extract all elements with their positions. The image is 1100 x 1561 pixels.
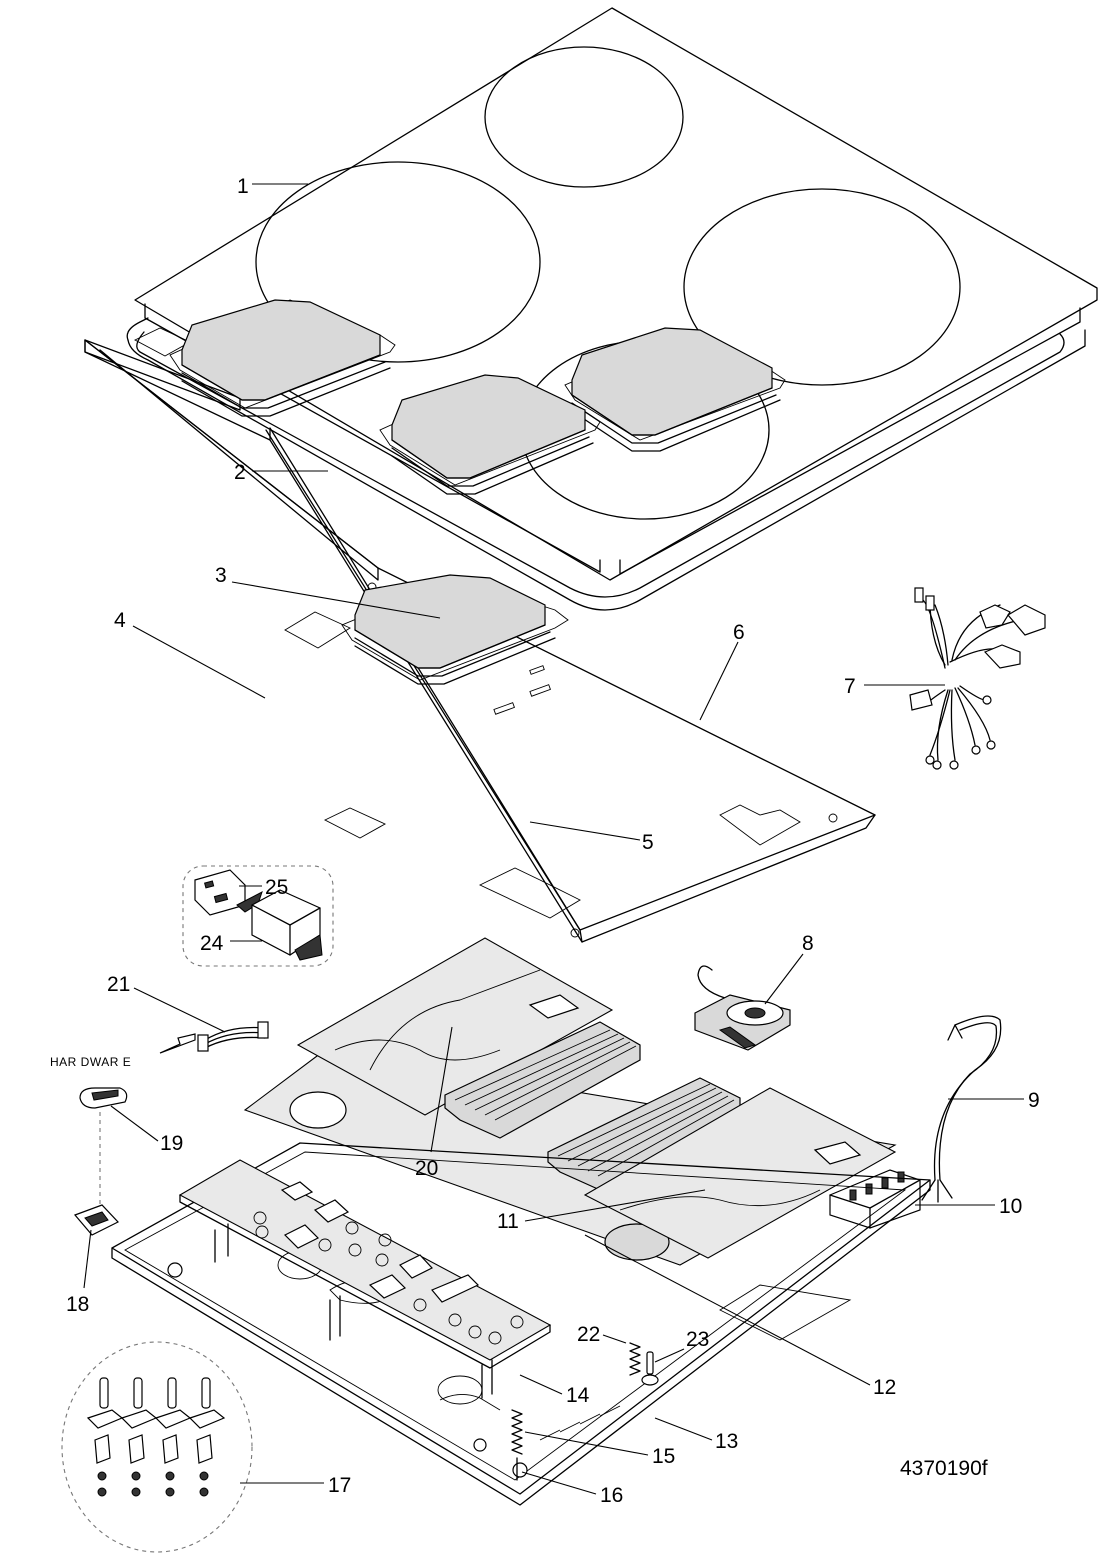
spring-small <box>629 1342 641 1376</box>
control-board <box>178 1159 552 1399</box>
callout-5: 5 <box>642 831 654 854</box>
power-board-left <box>296 937 614 1116</box>
mounting-clip-plate <box>73 1204 119 1236</box>
callout-4: 4 <box>114 609 126 632</box>
callout-13: 13 <box>715 1430 738 1453</box>
spacer-bolt <box>641 1351 659 1386</box>
callout-10: 10 <box>999 1195 1022 1218</box>
callout-1: 1 <box>237 175 249 198</box>
callout-24: 24 <box>200 932 224 955</box>
callout-23: 23 <box>686 1328 709 1351</box>
callout-19: 19 <box>160 1132 183 1155</box>
inductor-coil-front-right <box>379 374 601 495</box>
callout-11: 11 <box>497 1210 519 1233</box>
spring <box>511 1409 523 1481</box>
callout-7: 7 <box>844 675 856 698</box>
callout-17: 17 <box>328 1474 351 1497</box>
callout-6: 6 <box>733 621 745 644</box>
wiring-harness <box>909 587 1046 770</box>
callout-22: 22 <box>577 1323 600 1346</box>
module-kit-group <box>182 865 334 967</box>
leader-lines <box>83 183 1024 1495</box>
terminal-block <box>829 1169 921 1229</box>
callout-16: 16 <box>600 1484 623 1507</box>
cooktop-gasket <box>126 317 1086 611</box>
callout-20: 20 <box>415 1157 438 1180</box>
foot-pad <box>79 1087 128 1109</box>
inductor-coil-front-left <box>169 299 396 417</box>
callout-21: 21 <box>107 973 130 996</box>
inductor-coil-rear-right <box>564 327 786 452</box>
power-cable <box>921 1015 1002 1203</box>
callout-25: 25 <box>265 876 288 899</box>
callout-18: 18 <box>66 1293 89 1316</box>
cooling-fan <box>694 965 791 1051</box>
callout-8: 8 <box>802 932 814 955</box>
callout-9: 9 <box>1028 1089 1040 1112</box>
heatsink-left <box>444 1021 641 1139</box>
hardware-label: HAR DWAR E <box>50 1055 131 1069</box>
callout-labels: 1 2 3 4 5 6 7 8 9 10 11 12 13 14 15 16 1… <box>66 175 1040 1507</box>
glass-cooktop <box>134 7 1098 581</box>
inductor-coil-rear <box>341 574 569 685</box>
callout-15: 15 <box>652 1445 675 1468</box>
ribbon-cable <box>159 1021 269 1054</box>
power-board-right <box>583 1087 897 1259</box>
callout-12: 12 <box>873 1376 896 1399</box>
callout-3: 3 <box>215 564 227 587</box>
drawing-code: 4370190f <box>900 1457 988 1480</box>
callout-14: 14 <box>566 1384 590 1407</box>
callout-2: 2 <box>234 461 246 484</box>
fastener-kit <box>61 1341 253 1553</box>
